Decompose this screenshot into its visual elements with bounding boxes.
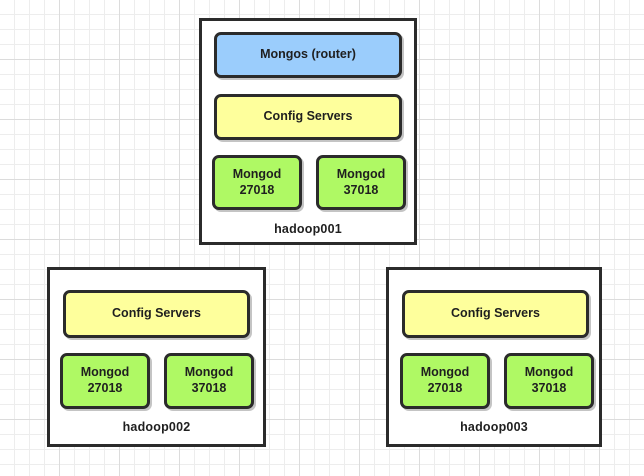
component-mongod-27018[interactable]: Mongod 27018: [400, 353, 490, 409]
host-label-hadoop002: hadoop002: [122, 420, 191, 434]
host-box-hadoop003[interactable]: Config Servers Mongod 27018 Mongod 37018…: [386, 267, 602, 447]
component-mongod-27018[interactable]: Mongod 27018: [212, 155, 302, 210]
host-label-hadoop001: hadoop001: [274, 222, 342, 236]
component-mongod-37018[interactable]: Mongod 37018: [504, 353, 594, 409]
component-config-servers[interactable]: Config Servers: [402, 290, 589, 338]
component-mongod-37018[interactable]: Mongod 37018: [316, 155, 406, 210]
component-config-servers[interactable]: Config Servers: [214, 94, 402, 140]
host-box-hadoop001[interactable]: Mongos (router) Config Servers Mongod 27…: [199, 18, 417, 245]
component-mongod-37018[interactable]: Mongod 37018: [164, 353, 254, 409]
component-mongos-router[interactable]: Mongos (router): [214, 32, 402, 78]
component-mongod-27018[interactable]: Mongod 27018: [60, 353, 150, 409]
component-config-servers[interactable]: Config Servers: [63, 290, 250, 338]
host-label-hadoop003: hadoop003: [460, 420, 528, 434]
host-box-hadoop002[interactable]: Config Servers Mongod 27018 Mongod 37018…: [47, 267, 266, 447]
